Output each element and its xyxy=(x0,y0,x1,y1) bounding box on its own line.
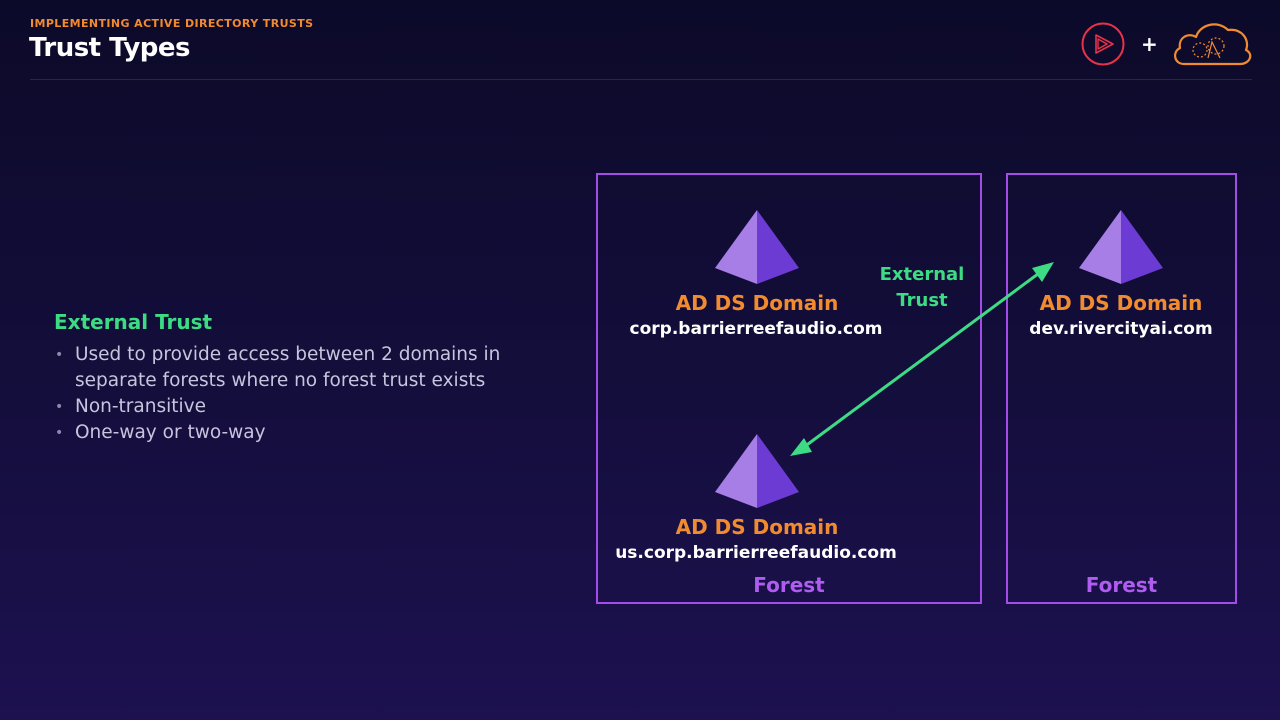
section-heading: External Trust xyxy=(54,310,213,334)
header-divider xyxy=(30,79,1252,80)
domain-name: dev.rivercityai.com xyxy=(1029,319,1213,339)
trust-label-line: External xyxy=(879,264,965,285)
pyramid-icon xyxy=(715,210,799,284)
play-logo-icon xyxy=(1081,22,1125,66)
domain-name: us.corp.barrierreefaudio.com xyxy=(615,543,897,563)
pyramid-icon xyxy=(1079,210,1163,284)
forest-label: Forest xyxy=(1085,573,1158,597)
domain-title: AD DS Domain xyxy=(675,515,839,539)
bullet-list: • Used to provide access between 2 domain… xyxy=(54,342,574,446)
trust-label: External Trust xyxy=(868,262,976,314)
domain-title: AD DS Domain xyxy=(1039,291,1203,315)
bullet-item: • One-way or two-way xyxy=(54,420,574,446)
pyramid-icon xyxy=(715,434,799,508)
bullet-dot: • xyxy=(55,399,64,415)
bullet-text: One-way or two-way xyxy=(75,422,266,443)
bullet-dot: • xyxy=(55,425,64,441)
forest-box-left xyxy=(596,173,982,604)
slide-kicker: IMPLEMENTING ACTIVE DIRECTORY TRUSTS xyxy=(30,17,314,30)
bullet-item: • Used to provide access between 2 domain… xyxy=(54,342,574,394)
cloud-logo-icon xyxy=(1174,23,1252,66)
trust-label-line: Trust xyxy=(896,290,948,311)
forest-label: Forest xyxy=(753,573,825,597)
domain-title: AD DS Domain xyxy=(675,291,839,315)
logo-plus-sign: + xyxy=(1141,32,1158,56)
bullet-text: Used to provide access between 2 domains… xyxy=(75,344,501,391)
bullet-text: Non-transitive xyxy=(75,396,206,417)
slide-title: Trust Types xyxy=(29,33,191,63)
forest-box-right xyxy=(1006,173,1237,604)
domain-name: corp.barrierreefaudio.com xyxy=(629,319,883,339)
bullet-dot: • xyxy=(55,347,64,363)
bullet-item: • Non-transitive xyxy=(54,394,574,420)
